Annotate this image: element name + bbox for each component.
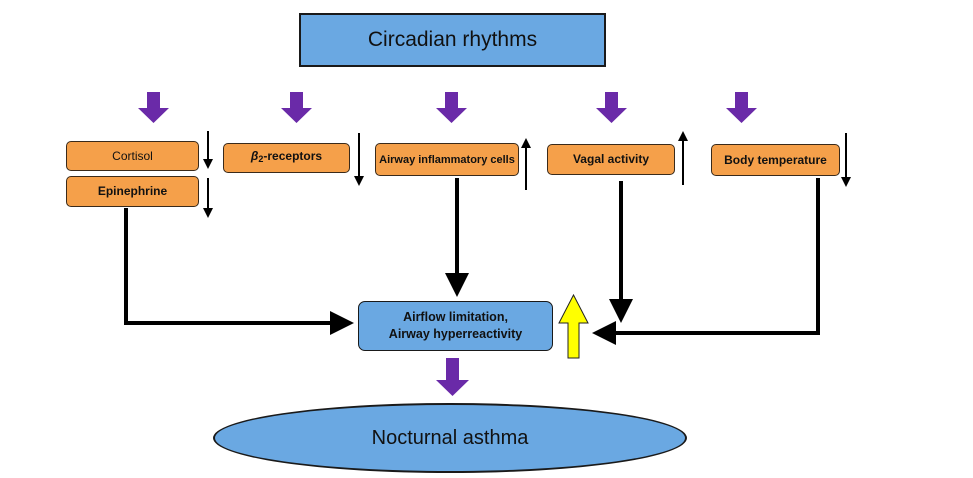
purple-arrow-outcome [436, 358, 469, 396]
connector-epinephrine [124, 208, 354, 335]
yellow-up-arrow-icon [558, 293, 589, 359]
circadian-rhythms-box: Circadian rhythms [299, 13, 606, 67]
factor-epinephrine: Epinephrine [66, 176, 199, 207]
connector-body-temp [592, 178, 820, 345]
factor-label: Vagal activity [572, 152, 650, 166]
nocturnal-asthma-ellipse: Nocturnal asthma [213, 403, 687, 473]
purple-arrow-vagal [596, 92, 627, 123]
factor-label: β2-receptors [251, 149, 322, 167]
beta-symbol: β [250, 149, 259, 163]
title-label: Circadian rhythms [367, 28, 538, 51]
outcome-line-1: Airflow limitation, [403, 310, 508, 324]
purple-arrow-cortisol [138, 92, 169, 123]
factor-label: Airway inflammatory cells [379, 153, 515, 166]
factor-label: Cortisol [112, 148, 153, 163]
purple-arrow-airway-cells [436, 92, 467, 123]
factor-label: Epinephrine [97, 184, 168, 198]
factor-cortisol: Cortisol [66, 141, 199, 171]
result-label: Nocturnal asthma [371, 426, 529, 449]
purple-arrow-beta2 [281, 92, 312, 123]
factor-beta2-receptors: β2-receptors [223, 143, 350, 173]
factor-body-temperature: Body temperature [711, 144, 840, 176]
airflow-limitation-box: Airflow limitation, Airway hyperreactivi… [358, 301, 553, 351]
subscript: 2 [258, 154, 264, 164]
purple-arrow-body-temp [726, 92, 757, 123]
factor-airway-inflammatory-cells: Airway inflammatory cells [375, 143, 519, 176]
factor-label: Body temperature [724, 152, 827, 167]
factor-vagal-activity: Vagal activity [547, 144, 675, 175]
factor-label-rest: -receptors [263, 149, 323, 163]
outcome-line-2: Airway hyperreactivity [388, 327, 523, 341]
